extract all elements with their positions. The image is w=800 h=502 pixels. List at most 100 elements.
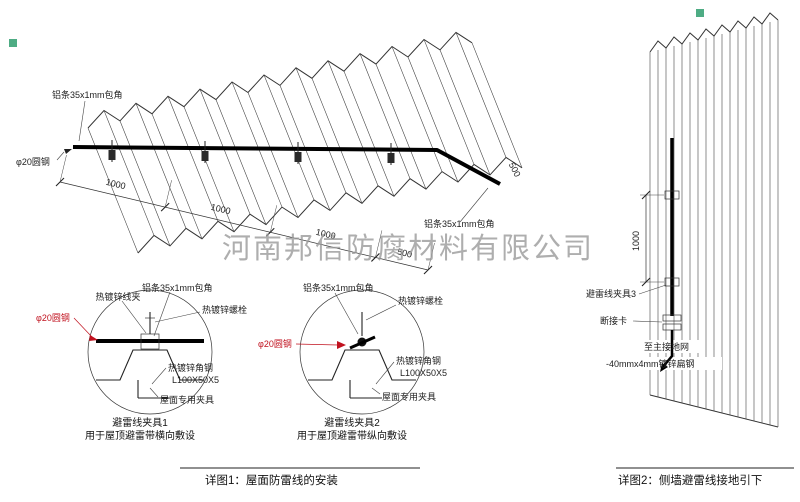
caption-detail2: 详图2：侧墙避雷线接地引下 bbox=[618, 473, 762, 487]
leader-line bbox=[371, 387, 381, 395]
roof-rib-line bbox=[167, 96, 219, 222]
extension-line bbox=[427, 242, 435, 271]
detail2-title: 避雷线夹具2 bbox=[324, 416, 380, 429]
roof-rib-line bbox=[375, 63, 427, 190]
roof-rib-line bbox=[455, 32, 507, 158]
roof-rib-line bbox=[183, 106, 235, 232]
roof-rib-line bbox=[103, 110, 155, 236]
label-angle-spec: L100X50X5 bbox=[172, 375, 219, 385]
roof-rib-line bbox=[199, 89, 251, 215]
caption-detail1: 详图1：屋面防雷线的安装 bbox=[205, 473, 338, 487]
label-to-ground: 至主接地网 bbox=[644, 341, 689, 352]
stamp-mark bbox=[696, 9, 704, 17]
label-round-steel: φ20圆钢 bbox=[258, 338, 292, 349]
clamp-flag bbox=[387, 153, 395, 163]
clamp-flag bbox=[294, 152, 302, 162]
label-backing bbox=[604, 357, 722, 370]
label-angle-spec: L100X50X5 bbox=[400, 368, 447, 378]
extension-line bbox=[270, 205, 278, 233]
wall-clamp-lower bbox=[664, 277, 680, 287]
label-aluminum-strip: 铝条35x1mm包角 bbox=[303, 282, 374, 293]
leader-line-red bbox=[73, 317, 93, 338]
leader-line bbox=[365, 304, 397, 321]
ground-lead bbox=[661, 330, 674, 369]
detail-circle-1: 热镀锌线夹 铝条35x1mm包角 热镀锌螺栓 φ20圆钢 热镀锌角钢 L100X… bbox=[36, 282, 247, 442]
roof-rib-line bbox=[119, 120, 171, 247]
dim-1000-c: 1000 bbox=[315, 227, 337, 241]
label-aluminum-strip-left: 铝条35x1mm包角 bbox=[52, 89, 123, 100]
dim-tick bbox=[641, 277, 651, 287]
rib-section-profile bbox=[308, 349, 416, 381]
dim-1000-a: 1000 bbox=[105, 177, 127, 191]
dim-1000-b: 1000 bbox=[210, 202, 232, 216]
label-roof-clamp: 屋面专用夹具 bbox=[160, 394, 214, 405]
roof-rib-line bbox=[327, 60, 379, 186]
leader-line bbox=[121, 300, 147, 334]
leader-line bbox=[78, 100, 86, 142]
leader-line bbox=[375, 361, 395, 385]
roof-rib-line bbox=[407, 56, 459, 183]
label-wall-clamp3: 避雷线夹具3 bbox=[586, 288, 636, 299]
dimension-chain-line bbox=[59, 181, 429, 271]
arrowhead bbox=[660, 363, 668, 372]
roof-rib-line bbox=[263, 74, 315, 201]
roof-ridge-profile bbox=[87, 31, 473, 129]
roof-rib-line bbox=[135, 103, 187, 229]
clamp-flag bbox=[108, 150, 116, 160]
detail-circle-2: 铝条35x1mm包角 热镀锌螺栓 φ20圆钢 热镀锌角钢 L100X50X5 屋… bbox=[258, 282, 447, 442]
roof-rib-line bbox=[343, 71, 395, 197]
clamp-flag bbox=[201, 151, 209, 161]
roof-rib-line bbox=[215, 99, 267, 225]
leader-line bbox=[149, 387, 159, 398]
roof-wire-clamps bbox=[108, 140, 395, 165]
detail2-subtitle: 用于屋顶避雷带纵向敷设 bbox=[297, 429, 407, 442]
stamp-mark bbox=[9, 39, 17, 47]
leader-line bbox=[56, 151, 65, 161]
label-bolt: 热镀锌螺栓 bbox=[398, 295, 443, 306]
label-aluminum-strip: 铝条35x1mm包角 bbox=[142, 282, 213, 293]
leader-line bbox=[632, 320, 663, 323]
roof-dimension-chain bbox=[55, 154, 435, 275]
roof-rib-line bbox=[423, 39, 475, 165]
leader-line bbox=[153, 291, 171, 337]
roof-rib-line bbox=[247, 92, 299, 218]
label-aluminum-strip-right: 铝条35x1mm包角 bbox=[424, 218, 495, 229]
detail-circle-outline bbox=[299, 289, 425, 415]
label-disconnect: 断接卡 bbox=[600, 315, 627, 326]
wall-dim-1000: 1000 bbox=[631, 231, 641, 251]
company-watermark: 河南邦信防腐材料有限公司 bbox=[222, 232, 594, 265]
label-flat-steel: -40mmx4mm镀锌扁钢 bbox=[606, 358, 695, 369]
roof-rib-line bbox=[231, 81, 283, 208]
label-bolt: 热镀锌螺栓 bbox=[202, 304, 247, 315]
label-round-steel: φ20圆钢 bbox=[36, 312, 70, 323]
extension-line bbox=[375, 230, 383, 258]
roof-rib-line bbox=[311, 78, 363, 204]
leader-line bbox=[154, 311, 201, 323]
extension-line bbox=[59, 154, 67, 183]
rib-section-profile bbox=[96, 349, 204, 381]
detail1-title: 避雷线夹具1 bbox=[112, 416, 168, 429]
label-angle-steel: 热镀锌角钢 bbox=[168, 362, 213, 373]
wall-down-lead: 1000 避雷线夹具3 断接卡 至主接地网 -40mmx4mm镀锌扁钢 bbox=[586, 138, 722, 372]
label-angle-steel: 热镀锌角钢 bbox=[396, 355, 441, 366]
roof-rib-line bbox=[359, 53, 411, 179]
label-roof-clamp: 屋面专用夹具 bbox=[382, 391, 436, 402]
arrowhead bbox=[64, 149, 72, 154]
label-round-steel-main: φ20圆钢 bbox=[16, 156, 50, 167]
roof-rib-line bbox=[439, 49, 491, 176]
leader-line bbox=[334, 292, 359, 335]
roof-rib-line bbox=[151, 113, 203, 239]
disconnect-bar-top bbox=[662, 314, 682, 322]
arrowhead-red bbox=[337, 341, 346, 349]
extension-line bbox=[164, 180, 172, 208]
leader-line-red bbox=[295, 343, 339, 346]
label-wire-clip: 热镀锌线夹 bbox=[95, 291, 140, 302]
detail1-subtitle: 用于屋顶避雷带横向敷设 bbox=[85, 429, 195, 442]
leader-line bbox=[151, 367, 167, 385]
detail-circle-outline bbox=[87, 289, 213, 415]
wall-clamp-upper bbox=[664, 190, 680, 200]
leader-line bbox=[638, 284, 667, 295]
leader-line bbox=[459, 187, 489, 223]
